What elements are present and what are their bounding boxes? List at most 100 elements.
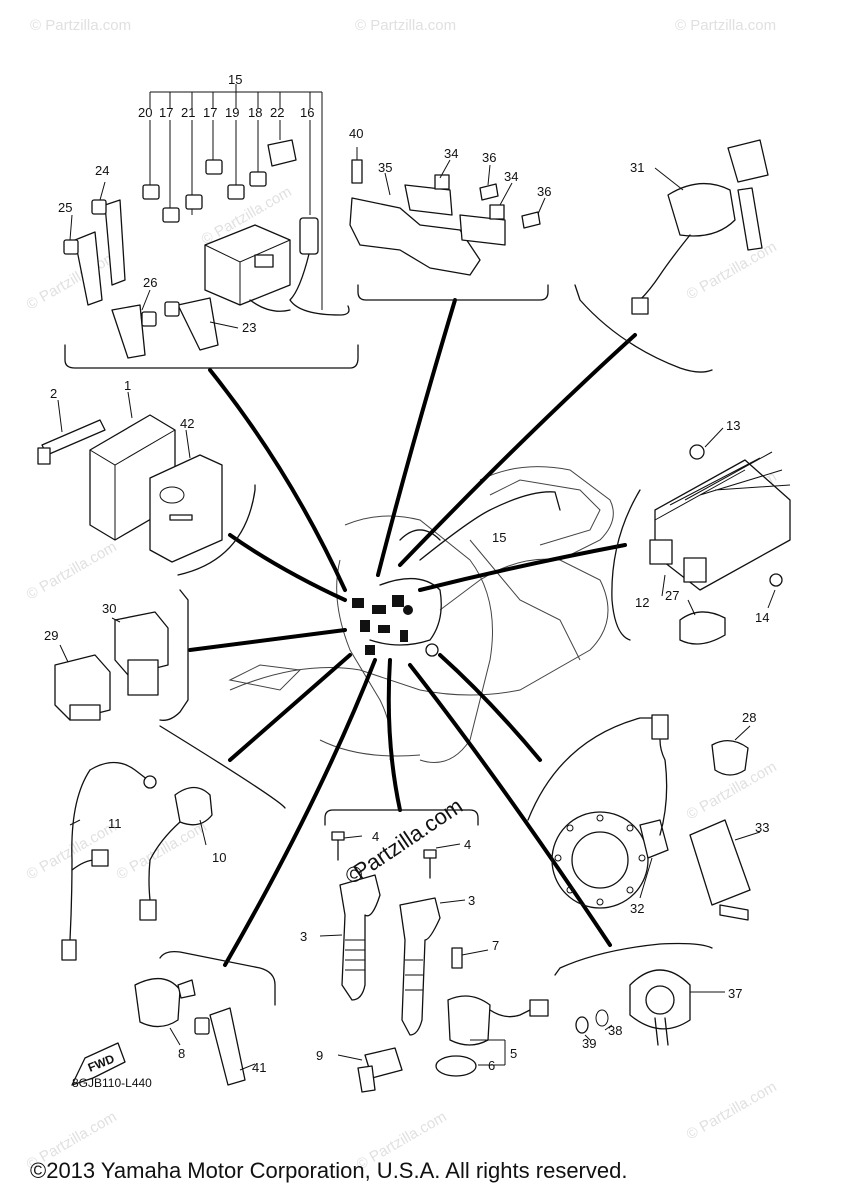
watermark: © Partzilla.com (355, 17, 456, 34)
bolt-icon (423, 849, 437, 859)
callout-36: 36 (482, 150, 496, 165)
callout-numbers: 15 20 17 21 17 19 18 22 16 24 25 26 23 4… (44, 72, 769, 1075)
callout-39: 39 (582, 1036, 596, 1051)
callout-19: 19 (225, 105, 239, 120)
fuse-icon (185, 194, 203, 210)
callout-34: 34 (444, 146, 458, 161)
callout-14: 14 (755, 610, 769, 625)
callout-3: 3 (468, 893, 475, 908)
relay-group (54, 589, 189, 721)
callout-4: 4 (464, 837, 471, 852)
callout-9: 9 (316, 1048, 323, 1063)
bracket-icon (349, 197, 481, 276)
callout-23: 23 (242, 320, 256, 335)
crank-sensor-group (337, 947, 549, 1093)
cable-band-icon (209, 1007, 246, 1086)
callout-42: 42 (180, 416, 194, 431)
callout-12: 12 (635, 595, 649, 610)
bolt-icon (331, 831, 345, 841)
callout-4: 4 (372, 829, 379, 844)
nut-icon (689, 444, 705, 460)
callout-27: 27 (665, 588, 679, 603)
callout-25: 25 (58, 200, 72, 215)
collar-icon (769, 573, 783, 587)
clamp-icon (711, 740, 749, 776)
callout-15: 15 (228, 72, 242, 87)
callout-17: 17 (159, 105, 173, 120)
callout-16: 16 (300, 105, 314, 120)
main-switch-group (574, 139, 769, 373)
callout-31: 31 (630, 160, 644, 175)
bolt-icon (351, 159, 363, 184)
callout-32: 32 (630, 901, 644, 916)
relay-icon (54, 654, 111, 721)
key-icon (727, 139, 769, 183)
callout-6: 6 (488, 1058, 495, 1073)
ecu-group (37, 391, 256, 576)
fwd-arrow-icon (71, 1042, 126, 1086)
center-watermark-copyright-symbol: © (346, 862, 362, 887)
callout-11: 11 (108, 816, 122, 831)
relay-bracket-group (349, 147, 549, 301)
callout-7: 7 (492, 938, 499, 953)
fuse-cover-icon (267, 139, 297, 167)
copyright-notice: ©2013 Yamaha Motor Corporation, U.S.A. A… (30, 1158, 627, 1183)
fuse-box-icon (204, 224, 291, 306)
cable-band-icon (177, 297, 219, 351)
washer-icon (595, 1009, 609, 1027)
main-switch-icon (667, 182, 736, 237)
cable-band-icon (104, 199, 126, 286)
watermark: © Partzilla.com (24, 248, 120, 313)
rotor-icon (551, 811, 649, 909)
callout-3: 3 (300, 929, 307, 944)
relay-icon (114, 611, 169, 676)
pickup-coil-icon (639, 819, 669, 859)
callout-22: 22 (270, 105, 284, 120)
callout-24: 24 (95, 163, 109, 178)
pressure-switch-icon (134, 978, 181, 1028)
callout-8: 8 (178, 1046, 185, 1061)
watermark: © Partzilla.com (30, 17, 131, 34)
callout-28: 28 (742, 710, 756, 725)
bolt-icon (479, 183, 499, 201)
cover-icon (149, 454, 223, 563)
bolt-icon (451, 947, 463, 969)
callout-18: 18 (248, 105, 262, 120)
rectifier-group (611, 427, 791, 645)
callout-17: 17 (203, 105, 217, 120)
callout-10: 10 (212, 850, 226, 865)
callout-40: 40 (349, 126, 363, 141)
watermark: © Partzilla.com (24, 538, 120, 603)
sensor-lead-group (61, 725, 286, 961)
callout-21: 21 (181, 105, 195, 120)
clamp-icon (679, 611, 726, 645)
callout-36: 36 (537, 184, 551, 199)
callout-20: 20 (138, 105, 152, 120)
motorcycle-frame (228, 466, 614, 763)
leader-lines (188, 298, 637, 967)
watermark: © Partzilla.com (675, 17, 776, 34)
watermark: © Partzilla.com (114, 818, 210, 883)
sensor-icon (447, 995, 491, 1046)
fuse-icon (249, 171, 267, 187)
pressure-switch-group: FWD (71, 950, 276, 1086)
fuse-icon (205, 159, 223, 175)
callout-5: 5 (510, 1046, 517, 1061)
callout-29: 29 (44, 628, 58, 643)
fuse-holder-icon (299, 217, 319, 255)
cable-band-icon (111, 304, 146, 359)
o-ring-icon (435, 1055, 477, 1077)
callout-1: 1 (124, 378, 131, 393)
pickup-coil-group (527, 714, 761, 921)
callout-30: 30 (102, 601, 116, 616)
callout-35: 35 (378, 160, 392, 175)
drawing-code: 8GJB110-L440 (72, 1076, 152, 1090)
watermark: © Partzilla.com (684, 1078, 780, 1143)
bracket-icon (689, 819, 751, 906)
fuse-icon (227, 184, 245, 200)
horn-icon (629, 969, 691, 1030)
central-wire-harness (352, 491, 561, 657)
callout-26: 26 (143, 275, 157, 290)
ignition-coil-icon (339, 874, 381, 1001)
